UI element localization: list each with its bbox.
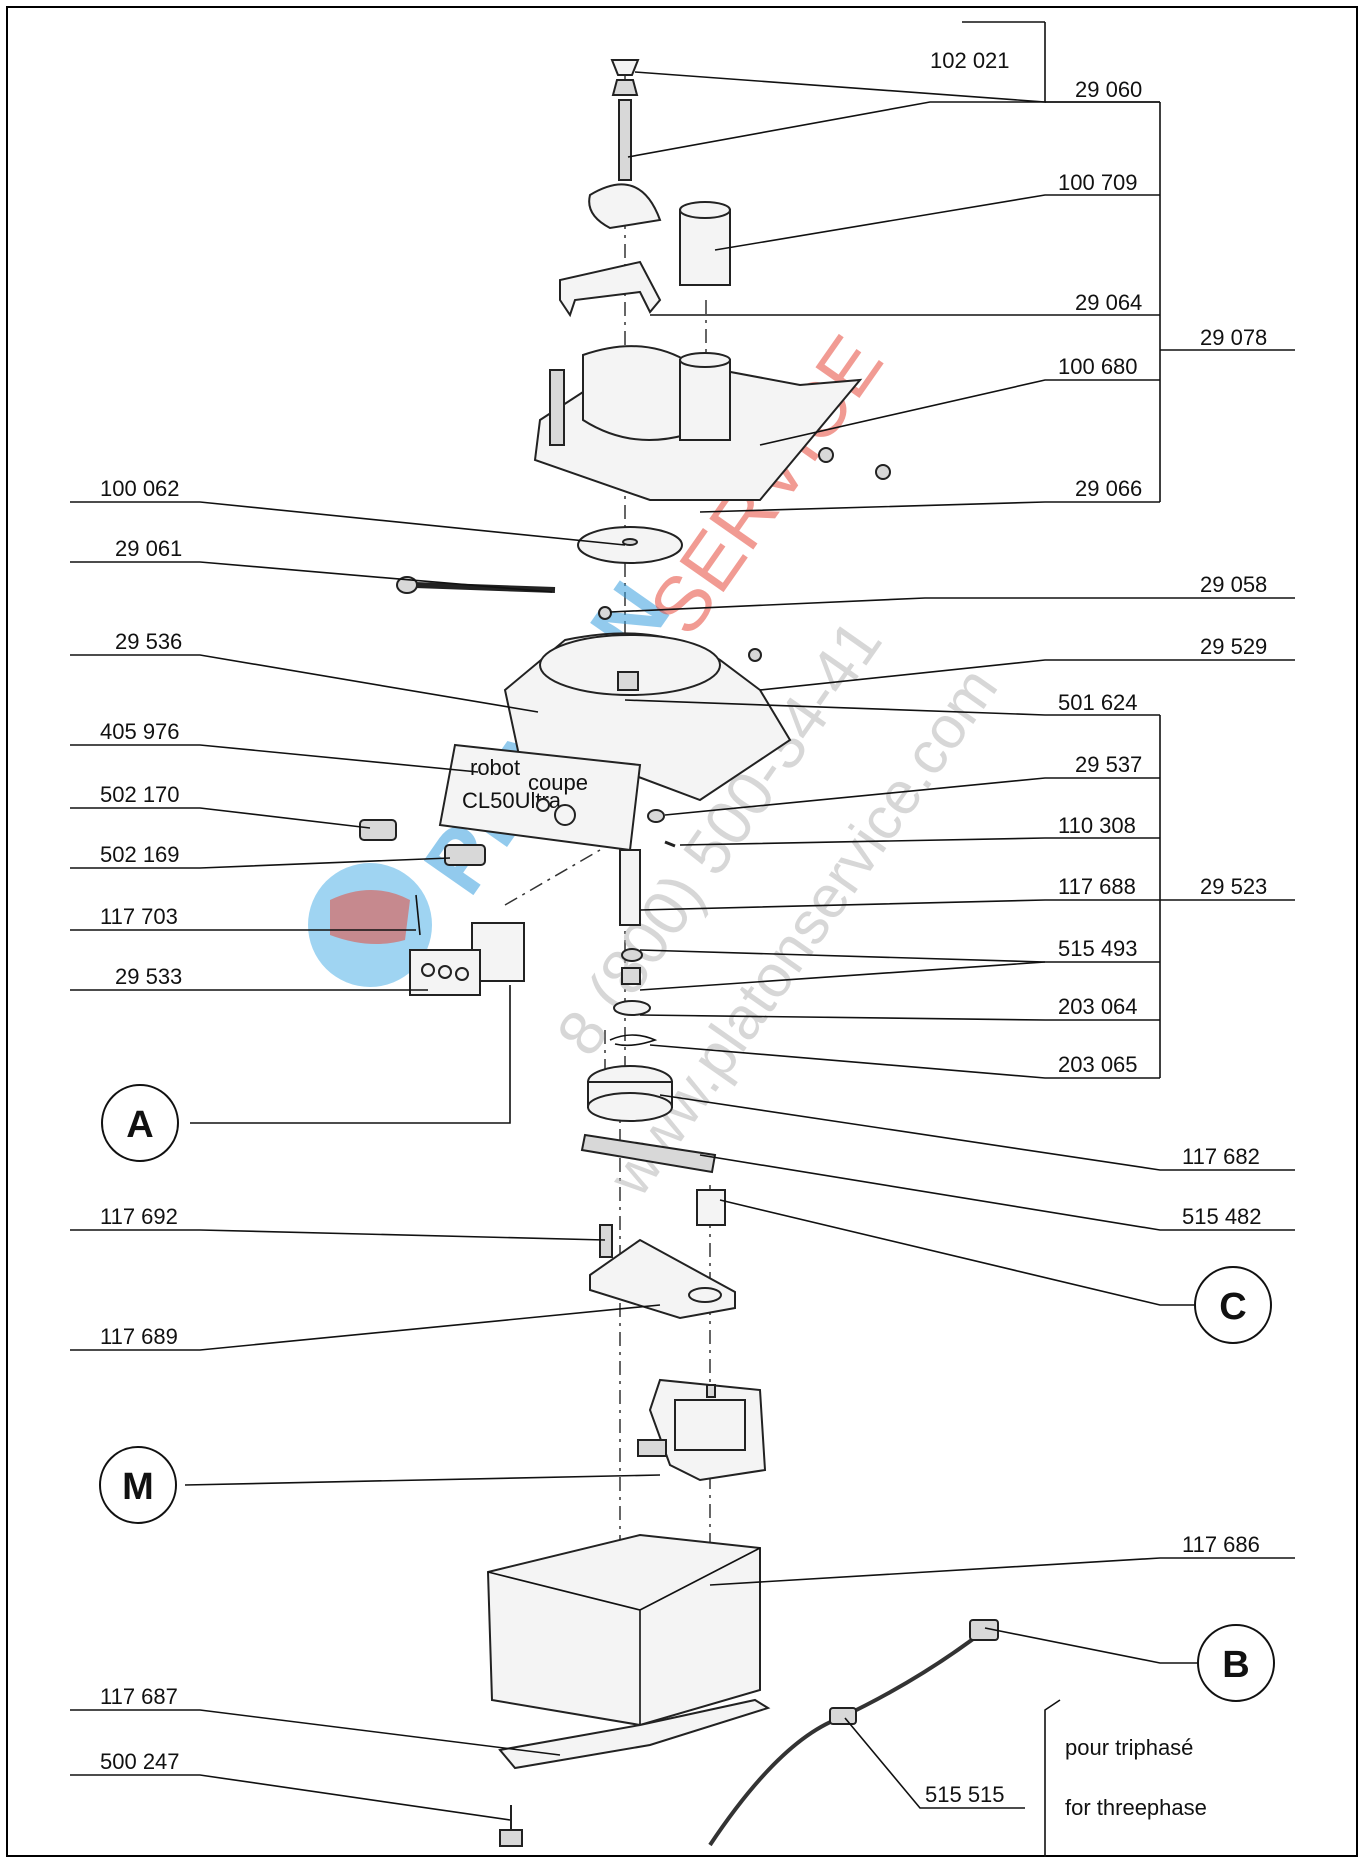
screw-part [818, 447, 834, 463]
screw-part [599, 1224, 613, 1258]
screw-part [875, 464, 891, 480]
callout-29536: 29 536 [115, 629, 182, 654]
callout-203064: 203 064 [1058, 994, 1138, 1019]
callout-29078: 29 078 [1200, 325, 1267, 350]
board-axis [504, 849, 601, 906]
callout-117686: 117 686 [1182, 1532, 1260, 1557]
callout-117688: 117 688 [1058, 874, 1136, 899]
callout-29533: 29 533 [115, 964, 182, 989]
callout-117703: 117 703 [100, 904, 178, 929]
lid-handle-part [559, 260, 662, 318]
callout-29066: 29 066 [1075, 476, 1142, 501]
marker-c-label: C [1219, 1286, 1246, 1328]
marker-a-circle [101, 1084, 179, 1162]
callout-203065: 203 065 [1058, 1052, 1138, 1077]
marker-c-circle [1194, 1266, 1272, 1344]
marker-b-circle [1197, 1624, 1275, 1702]
callout-29058: 29 058 [1200, 572, 1267, 597]
callout-29529: 29 529 [1200, 634, 1267, 659]
pusher-plate-part [588, 183, 662, 230]
rod-part [414, 582, 556, 593]
callout-102021: 102 021 [930, 48, 1010, 73]
knob-part [610, 59, 640, 76]
drawing-frame [6, 6, 1358, 1857]
marker-m-label: M [122, 1466, 154, 1508]
note-french: pour triphasé [1065, 1735, 1193, 1760]
knob-nut-part [611, 79, 639, 96]
pusher-shaft-part [618, 99, 632, 181]
callout-29061: 29 061 [115, 536, 182, 561]
callout-117689: 117 689 [100, 1324, 178, 1349]
left-callouts: 100 062 29 061 29 536 405 976 502 170 50… [100, 476, 182, 1774]
marker-m-circle [99, 1446, 177, 1524]
callout-405976: 405 976 [100, 719, 180, 744]
callout-29523: 29 523 [1200, 874, 1267, 899]
callout-100062: 100 062 [100, 476, 180, 501]
callout-117682: 117 682 [1182, 1144, 1260, 1169]
callout-515493: 515 493 [1058, 936, 1138, 961]
callout-117687: 117 687 [100, 1684, 178, 1709]
callout-29064: 29 064 [1075, 290, 1142, 315]
callout-502170: 502 170 [100, 782, 180, 807]
callout-100680: 100 680 [1058, 354, 1138, 379]
base-box-part [486, 1533, 761, 1727]
right-callouts: 102 021 29 060 100 709 29 064 29 078 100… [925, 48, 1267, 1807]
callout-100709: 100 709 [1058, 170, 1138, 195]
nameplate-robot: robot [470, 755, 520, 780]
pusher-tube-part [679, 209, 731, 286]
marker-b-label: B [1222, 1644, 1249, 1686]
callout-110308: 110 308 [1058, 813, 1136, 838]
callout-515482: 515 482 [1182, 1204, 1262, 1229]
motor-pulley-part [696, 1189, 726, 1226]
nameplate-coupe: coupe [528, 770, 588, 795]
callout-502169: 502 169 [100, 842, 180, 867]
switch-part [359, 819, 397, 841]
foot-part [499, 1829, 523, 1847]
marker-a-label: A [126, 1104, 153, 1146]
callout-501624: 501 624 [1058, 690, 1138, 715]
leader-lines [70, 21, 1295, 1857]
note-english: for threephase [1065, 1795, 1207, 1820]
callout-515515: 515 515 [925, 1782, 1005, 1807]
belt-part [580, 1133, 717, 1174]
coupling-shaft-part [619, 849, 641, 926]
sub-assembly-markers: A C M B [99, 1084, 1275, 1702]
switch-part [444, 844, 486, 866]
callout-29060: 29 060 [1075, 77, 1142, 102]
base-plate-part [498, 1698, 771, 1770]
callout-500247: 500 247 [100, 1749, 180, 1774]
parts-artwork: robot coupe CL50Ultra [359, 59, 999, 1847]
callout-29537: 29 537 [1075, 752, 1142, 777]
callout-117692: 117 692 [100, 1204, 178, 1229]
